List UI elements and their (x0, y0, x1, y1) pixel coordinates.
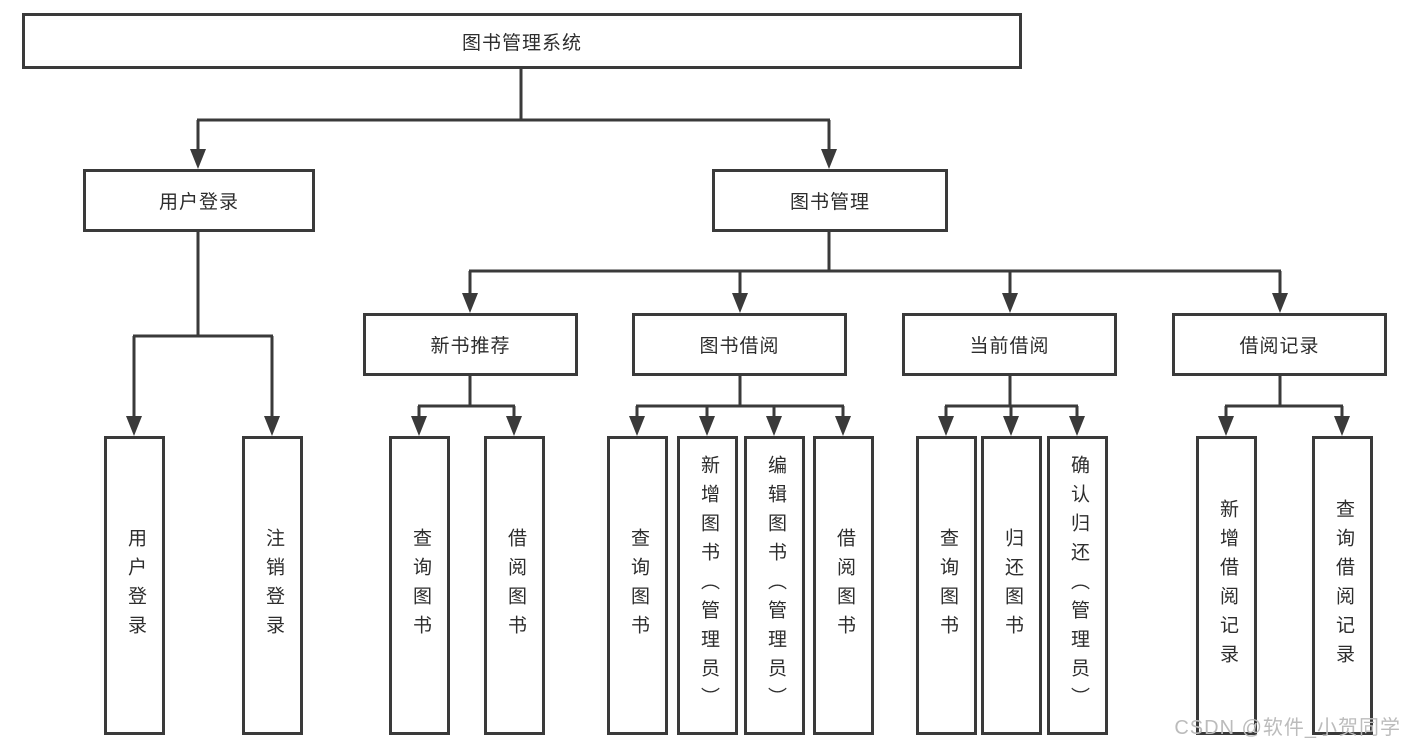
arrow-down-icon (126, 416, 142, 436)
connector-path (132, 67, 1344, 422)
node-label: 用户登录 (124, 527, 146, 644)
node-label: 查询图书 (936, 527, 958, 644)
node-user-login-leaf: 用户登录 (104, 436, 165, 735)
watermark: CSDN @软件_小贺同学 (1174, 717, 1401, 739)
arrow-down-icon (190, 149, 206, 169)
node-query-books-borrowing: 查询图书 (607, 436, 668, 735)
node-add-borrow-record: 新增借阅记录 (1196, 436, 1257, 735)
node-label: 新增借阅记录 (1216, 498, 1238, 673)
node-label: 确认归还（管理员） (1067, 455, 1089, 716)
node-label: 当前借阅 (969, 336, 1050, 357)
node-label: 借阅记录 (1239, 336, 1320, 357)
node-label: 新书推荐 (430, 336, 511, 357)
node-borrow-books-borrowing: 借阅图书 (813, 436, 874, 735)
arrow-down-icon (411, 416, 427, 436)
node-library-management-system: 图书管理系统 (22, 13, 1022, 69)
arrow-down-icon (821, 149, 837, 169)
node-label: 借阅图书 (833, 527, 855, 644)
node-new-book-recommend: 新书推荐 (363, 313, 578, 376)
node-label: 归还图书 (1001, 527, 1023, 644)
node-label: 查询图书 (409, 527, 431, 644)
arrow-down-icon (699, 416, 715, 436)
node-return-book: 归还图书 (981, 436, 1042, 735)
node-label: 编辑图书（管理员） (764, 455, 786, 716)
node-book-management: 图书管理 (712, 169, 948, 232)
arrow-down-icon (1334, 416, 1350, 436)
arrow-down-icon (732, 293, 748, 313)
node-label: 查询借阅记录 (1332, 498, 1354, 673)
node-query-books-current: 查询图书 (916, 436, 977, 735)
node-book-borrowing: 图书借阅 (632, 313, 847, 376)
node-label: 图书管理 (789, 192, 870, 213)
node-label: 图书管理系统 (461, 32, 582, 54)
arrow-down-icon (1069, 416, 1085, 436)
arrow-down-icon (1002, 293, 1018, 313)
node-query-borrow-record: 查询借阅记录 (1312, 436, 1373, 735)
arrow-down-icon (462, 293, 478, 313)
node-borrow-books-recommend: 借阅图书 (484, 436, 545, 735)
arrow-down-icon (506, 416, 522, 436)
arrow-down-icon (264, 416, 280, 436)
node-label: 注销登录 (262, 527, 284, 644)
arrow-down-icon (835, 416, 851, 436)
node-confirm-return-admin: 确认归还（管理员） (1047, 436, 1108, 735)
node-borrowing-records: 借阅记录 (1172, 313, 1387, 376)
node-user-login-group: 用户登录 (83, 169, 315, 232)
arrow-down-icon (1218, 416, 1234, 436)
node-label: 用户登录 (158, 192, 239, 213)
node-current-borrowing: 当前借阅 (902, 313, 1117, 376)
node-logout-leaf: 注销登录 (242, 436, 303, 735)
node-edit-book-admin: 编辑图书（管理员） (744, 436, 805, 735)
node-label: 借阅图书 (504, 527, 526, 644)
node-label: 图书借阅 (699, 336, 780, 357)
arrow-down-icon (1003, 416, 1019, 436)
arrow-down-icon (629, 416, 645, 436)
arrow-down-icon (766, 416, 782, 436)
arrow-down-icon (1272, 293, 1288, 313)
node-query-books-recommend: 查询图书 (389, 436, 450, 735)
node-add-book-admin: 新增图书（管理员） (677, 436, 738, 735)
arrow-down-icon (938, 416, 954, 436)
node-label: 查询图书 (627, 527, 649, 644)
arrow-head-icons (126, 149, 1350, 436)
node-label: 新增图书（管理员） (697, 455, 719, 716)
